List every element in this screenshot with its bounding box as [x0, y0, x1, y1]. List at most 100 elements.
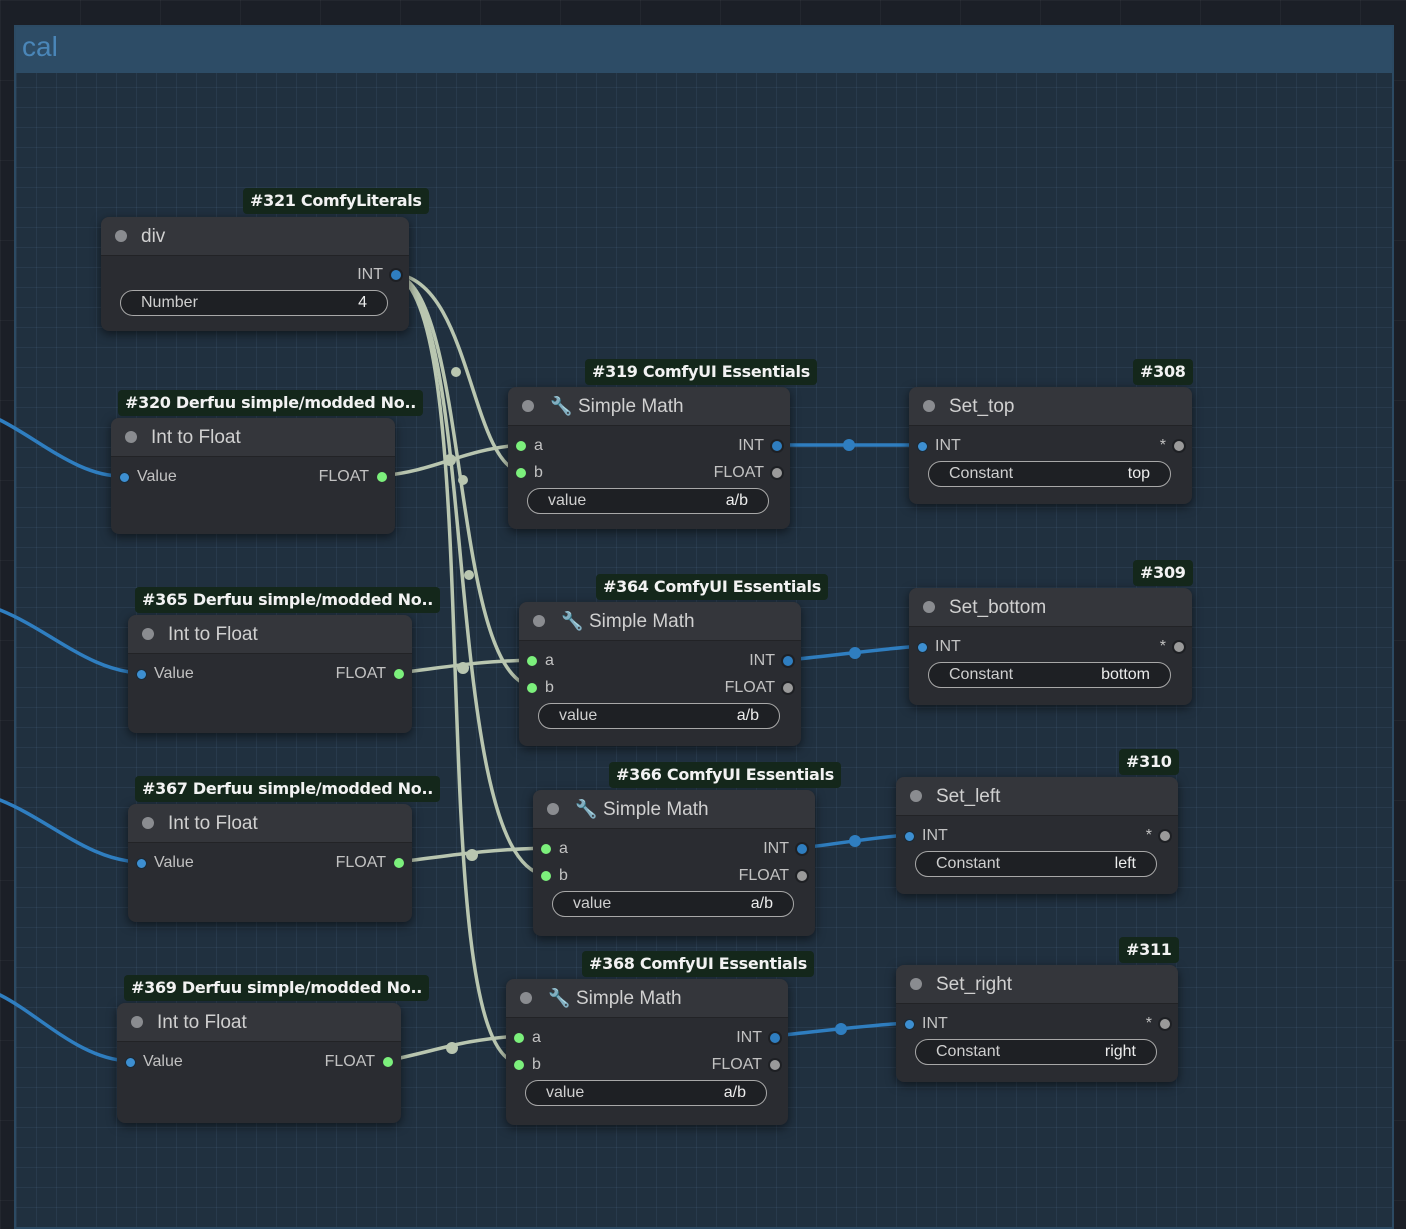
input-label-int: INT [935, 638, 961, 655]
output-any-socket[interactable] [1174, 642, 1184, 652]
node-header[interactable]: Set_right [896, 965, 1178, 1004]
node-header[interactable]: Set_left [896, 777, 1178, 816]
output-label-float: FLOAT [324, 1053, 375, 1070]
collapse-dot-icon[interactable] [131, 1016, 143, 1028]
output-any-socket[interactable] [1160, 831, 1170, 841]
constant-widget[interactable]: Constant left [915, 851, 1157, 877]
output-label-float: FLOAT [738, 867, 789, 884]
value-widget[interactable]: value a/b [552, 891, 794, 917]
input-a-socket[interactable] [514, 1033, 524, 1043]
widget-name: value [559, 707, 598, 724]
widget-name: Constant [936, 855, 1001, 872]
collapse-dot-icon[interactable] [115, 230, 127, 242]
node-header[interactable]: Int to Float [117, 1003, 401, 1042]
node-badge-364: #364 ComfyUI Essentials [596, 574, 828, 600]
output-float-socket[interactable] [383, 1057, 393, 1067]
input-value-socket[interactable] [136, 858, 147, 869]
output-int-socket[interactable] [797, 844, 807, 854]
node-header[interactable]: Set_top [909, 387, 1192, 426]
node-int-to-float-367[interactable]: Int to Float Value FLOAT [128, 804, 412, 922]
collapse-dot-icon[interactable] [125, 431, 137, 443]
number-widget[interactable]: Number 4 [120, 290, 388, 316]
output-float-socket[interactable] [377, 472, 387, 482]
node-header[interactable]: 🔧 Simple Math [506, 979, 788, 1018]
node-int-to-float-369[interactable]: Int to Float Value FLOAT [117, 1003, 401, 1123]
group-header[interactable]: cal [16, 27, 1392, 73]
node-set-top[interactable]: Set_top INT * Constant top [909, 387, 1192, 504]
collapse-dot-icon[interactable] [547, 803, 559, 815]
node-header[interactable]: Set_bottom [909, 588, 1192, 627]
node-set-left[interactable]: Set_left INT * Constant left [896, 777, 1178, 894]
node-int-to-float-320[interactable]: Int to Float Value FLOAT [111, 418, 395, 534]
node-header[interactable]: 🔧 Simple Math [508, 387, 790, 426]
node-set-right[interactable]: Set_right INT * Constant right [896, 965, 1178, 1082]
input-int-socket[interactable] [904, 1019, 915, 1030]
input-value-socket[interactable] [125, 1057, 136, 1068]
node-title: Int to Float [151, 427, 241, 448]
widget-value: top [1127, 465, 1150, 482]
constant-widget[interactable]: Constant top [928, 461, 1171, 487]
output-int-socket[interactable] [783, 656, 793, 666]
collapse-dot-icon[interactable] [142, 628, 154, 640]
input-label-a: a [532, 1029, 541, 1046]
input-a-socket[interactable] [541, 844, 551, 854]
node-header[interactable]: 🔧 Simple Math [519, 602, 801, 641]
input-b-socket[interactable] [541, 871, 551, 881]
input-a-socket[interactable] [527, 656, 537, 666]
output-label-float: FLOAT [335, 854, 386, 871]
node-header[interactable]: Int to Float [128, 804, 412, 843]
input-int-socket[interactable] [917, 642, 928, 653]
collapse-dot-icon[interactable] [923, 601, 935, 613]
collapse-dot-icon[interactable] [923, 400, 935, 412]
node-header[interactable]: div [101, 217, 409, 256]
node-header[interactable]: Int to Float [128, 615, 412, 654]
output-float-socket[interactable] [772, 468, 782, 478]
input-label-value: Value [154, 665, 194, 682]
output-int-socket[interactable] [770, 1033, 780, 1043]
input-value-socket[interactable] [136, 669, 147, 680]
output-any-socket[interactable] [1160, 1019, 1170, 1029]
collapse-dot-icon[interactable] [533, 615, 545, 627]
collapse-dot-icon[interactable] [522, 400, 534, 412]
output-int-socket[interactable] [391, 270, 401, 280]
node-simple-math-366[interactable]: 🔧 Simple Math a INT b FLOAT value a/b [533, 790, 815, 936]
output-any-socket[interactable] [1174, 441, 1184, 451]
value-widget[interactable]: value a/b [525, 1080, 767, 1106]
widget-value: right [1104, 1043, 1136, 1060]
node-badge-308: #308 [1133, 359, 1193, 385]
constant-widget[interactable]: Constant bottom [928, 662, 1171, 688]
input-b-socket[interactable] [516, 468, 526, 478]
input-value-socket[interactable] [119, 472, 130, 483]
node-set-bottom[interactable]: Set_bottom INT * Constant bottom [909, 588, 1192, 705]
constant-widget[interactable]: Constant right [915, 1039, 1157, 1065]
collapse-dot-icon[interactable] [910, 790, 922, 802]
node-badge-321: #321 ComfyLiterals [243, 188, 429, 214]
output-float-socket[interactable] [394, 669, 404, 679]
input-label-a: a [559, 840, 568, 857]
widget-name: Constant [949, 666, 1014, 683]
node-simple-math-319[interactable]: 🔧 Simple Math a INT b FLOAT value a/b [508, 387, 790, 529]
node-header[interactable]: Int to Float [111, 418, 395, 457]
input-b-socket[interactable] [527, 683, 537, 693]
output-int-socket[interactable] [772, 441, 782, 451]
value-widget[interactable]: value a/b [527, 488, 769, 514]
input-b-socket[interactable] [514, 1060, 524, 1070]
input-a-socket[interactable] [516, 441, 526, 451]
value-widget[interactable]: value a/b [538, 703, 780, 729]
node-header[interactable]: 🔧 Simple Math [533, 790, 815, 829]
collapse-dot-icon[interactable] [520, 992, 532, 1004]
output-float-socket[interactable] [797, 871, 807, 881]
node-div[interactable]: div INT Number 4 [101, 217, 409, 331]
node-simple-math-364[interactable]: 🔧 Simple Math a INT b FLOAT value a/b [519, 602, 801, 746]
output-float-socket[interactable] [783, 683, 793, 693]
collapse-dot-icon[interactable] [910, 978, 922, 990]
input-int-socket[interactable] [917, 441, 928, 452]
output-float-socket[interactable] [770, 1060, 780, 1070]
collapse-dot-icon[interactable] [142, 817, 154, 829]
node-badge-366: #366 ComfyUI Essentials [609, 762, 841, 788]
node-simple-math-368[interactable]: 🔧 Simple Math a INT b FLOAT value a/b [506, 979, 788, 1125]
output-float-socket[interactable] [394, 858, 404, 868]
wrench-icon: 🔧 [575, 799, 598, 819]
node-int-to-float-365[interactable]: Int to Float Value FLOAT [128, 615, 412, 733]
input-int-socket[interactable] [904, 831, 915, 842]
